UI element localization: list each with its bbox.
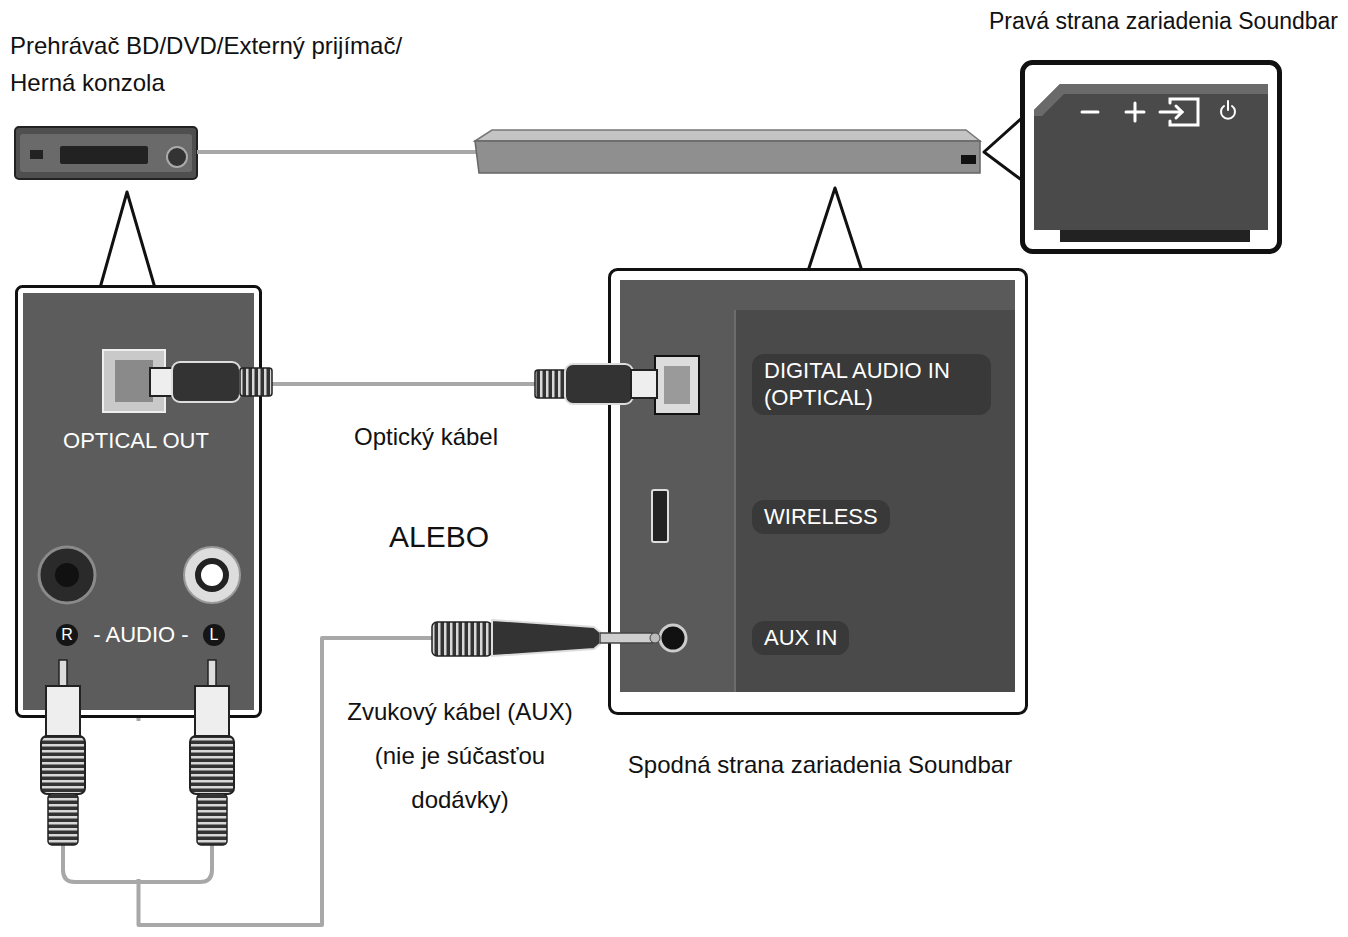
aux-plug <box>432 622 492 656</box>
soundbar-panel-outline <box>655 356 699 414</box>
panel-caption: Spodná strana zariadenia Soundbar <box>628 751 1012 780</box>
panel-caption: Pravá strana zariadenia Soundbar <box>989 8 1338 36</box>
aux-plug <box>600 633 652 643</box>
soundbar-panel-outline <box>660 625 686 651</box>
port-name: AUX IN <box>764 624 837 652</box>
optical-plug <box>150 362 272 402</box>
port-label: OPTICAL OUT <box>63 428 209 454</box>
side-panel-outline <box>1082 111 1098 114</box>
channel-badge: L <box>203 624 225 646</box>
side-panel-outline <box>1020 60 1282 254</box>
soundbar <box>475 130 980 173</box>
port-name: WIRELESS <box>764 503 878 531</box>
source-player <box>30 150 43 159</box>
device-panel-outline <box>17 287 261 717</box>
rca-plug <box>190 736 234 794</box>
device-panel-outline <box>39 547 95 603</box>
soundbar <box>475 130 980 141</box>
callout-pointer <box>808 188 862 271</box>
device-panel-outline <box>103 350 165 412</box>
port-name: DIGITAL AUDIO IN (OPTICAL) <box>764 357 979 412</box>
source-player <box>15 127 197 179</box>
side-panel-outline <box>1176 106 1182 118</box>
device-panel-outline <box>198 561 226 589</box>
soundbar-panel-outline <box>652 490 668 542</box>
cable-label: Optický kábel <box>350 423 502 451</box>
optical-plug <box>535 370 567 398</box>
rca-plug <box>208 660 216 688</box>
device-panel-outline <box>55 563 79 587</box>
optical-plug <box>565 364 633 404</box>
source-player <box>15 127 197 179</box>
soundbar <box>475 141 980 173</box>
device-panel-outline <box>15 285 262 718</box>
rca-plug <box>190 660 234 845</box>
device-panel-outline <box>23 293 254 710</box>
optical-plug <box>535 364 657 404</box>
optical-plug <box>240 368 272 396</box>
rca-plug <box>197 794 227 845</box>
rca-plug <box>48 794 78 845</box>
device-panel-outline <box>184 547 240 603</box>
callout-pointer <box>984 117 1023 181</box>
device-back-panel: OPTICAL OUT R - AUDIO - L <box>15 285 262 718</box>
source-player <box>20 134 192 172</box>
channel-badge: R <box>56 624 78 646</box>
callout-pointer <box>100 192 155 288</box>
optical-plug <box>172 362 240 402</box>
soundbar-side-panel: Pravá strana zariadenia Soundbar <box>1020 60 1282 254</box>
port-label: - AUDIO - <box>93 622 188 648</box>
aux-plug <box>492 620 600 656</box>
port-tag: WIRELESS <box>752 500 890 534</box>
source-player <box>60 146 148 164</box>
cable-gap-cover <box>121 721 157 879</box>
optical-plug <box>631 370 657 398</box>
port-tag: DIGITAL AUDIO IN (OPTICAL) <box>752 354 991 415</box>
rca-plug <box>41 660 85 845</box>
rca-plug <box>41 736 85 794</box>
rca-plug <box>59 660 67 688</box>
optical-plug <box>150 368 174 396</box>
alternative-label: ALEBO <box>389 520 489 554</box>
port-tag: AUX IN <box>752 621 849 655</box>
soundbar-panel-outline <box>664 366 690 404</box>
aux-plug <box>432 620 660 656</box>
soundbar <box>961 155 976 164</box>
soundbar-bottom-panel: Spodná strana zariadenia SoundbarDIGITAL… <box>608 268 1028 715</box>
soundbar-panel-outline <box>735 310 1015 692</box>
side-panel-outline <box>1134 103 1137 121</box>
device-panel-outline <box>115 360 153 402</box>
side-panel-outline <box>1023 63 1280 252</box>
soundbar-panel-outline <box>734 310 736 692</box>
cable-label: Zvukový kábel (AUX) (nie je súčasťou dod… <box>331 690 589 822</box>
side-panel-outline <box>1082 99 1235 125</box>
device-heading: Prehrávač BD/DVD/Externý prijímač/ Herná… <box>10 27 450 101</box>
rca-plug <box>46 686 80 736</box>
connection-line <box>197 150 476 154</box>
side-panel-outline <box>1034 84 1268 230</box>
soundbar-panel-outline <box>610 270 1027 714</box>
source-player <box>167 147 187 167</box>
rca-cable-loop <box>63 845 212 882</box>
rca-plug <box>195 686 229 736</box>
side-panel-outline <box>1160 111 1182 114</box>
callout-pointer <box>100 117 1023 288</box>
aux-plug <box>650 633 660 643</box>
side-panel-outline <box>1227 101 1229 110</box>
soundbar-panel-outline <box>620 280 1015 692</box>
side-panel-outline <box>1060 230 1250 242</box>
side-panel-outline <box>1034 84 1268 116</box>
